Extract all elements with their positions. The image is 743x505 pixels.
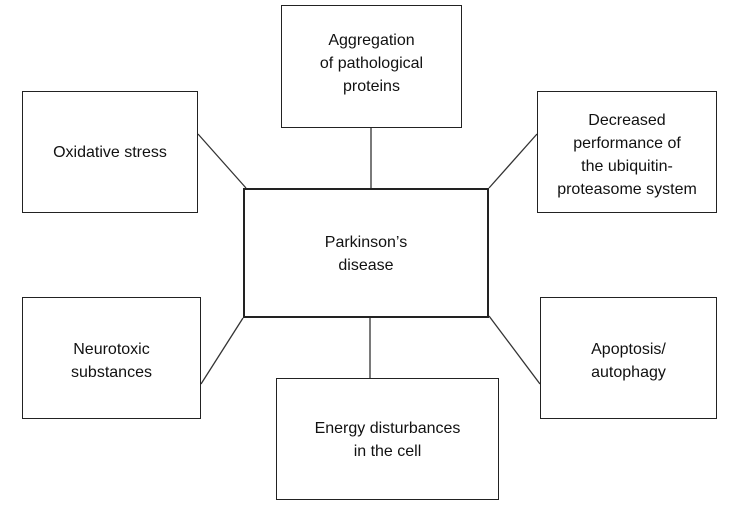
center-box-parkinsons: Parkinson’s disease	[243, 188, 489, 318]
factor-label-ubiquitin-proteasome: Decreased performance of the ubiquitin- …	[557, 112, 697, 198]
factor-box-ubiquitin-proteasome: Decreased performance of the ubiquitin- …	[537, 91, 717, 213]
connector-oxidative	[197, 133, 247, 189]
connector-apoptosis	[488, 315, 541, 385]
connector-neurotoxic	[200, 317, 244, 385]
factor-label-oxidative-stress: Oxidative stress	[53, 143, 167, 161]
factor-label-energy: Energy disturbances in the cell	[314, 420, 461, 460]
factor-box-energy: Energy disturbances in the cell	[276, 378, 499, 500]
connector-ups	[488, 133, 538, 189]
factor-label-apoptosis: Apoptosis/ autophagy	[591, 341, 666, 381]
factor-label-neurotoxic: Neurotoxic substances	[71, 341, 152, 381]
factor-label-aggregation: Aggregation of pathological proteins	[319, 32, 424, 95]
center-label: Parkinson’s disease	[324, 234, 408, 274]
factor-box-neurotoxic: Neurotoxic substances	[22, 297, 201, 419]
factor-box-aggregation: Aggregation of pathological proteins	[281, 5, 462, 128]
factor-box-apoptosis: Apoptosis/ autophagy	[540, 297, 717, 419]
factor-box-oxidative-stress: Oxidative stress	[22, 91, 198, 213]
